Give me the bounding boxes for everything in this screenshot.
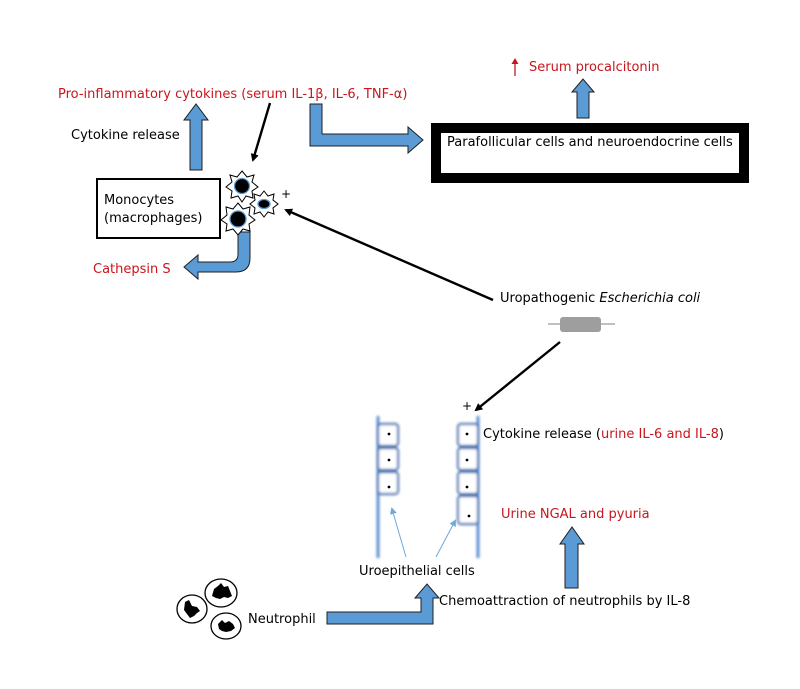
procalcitonin-up-arrow <box>570 78 596 119</box>
macrophages-label: (macrophages) <box>104 211 203 226</box>
pro-inflammatory-cytokines-label: Pro-inflammatory cytokines (serum IL-1β,… <box>58 87 408 102</box>
uroepithelial-pointer-right <box>435 519 456 558</box>
macrophage-cell <box>249 190 279 218</box>
neutrophil-cell <box>176 594 208 624</box>
cytokines-to-macrophages-arrow <box>250 102 272 162</box>
cytokines-to-parafollicular-arrow <box>309 103 424 155</box>
neutrophil-to-uroepithelium-arrow <box>326 583 441 625</box>
uroepithelium-left <box>376 416 400 558</box>
cell-nucleus <box>465 458 469 462</box>
increase-icon <box>511 58 519 76</box>
cytokine-release-label: Cytokine release <box>71 128 180 143</box>
macrophage-cell <box>220 202 256 236</box>
urine-cytokine-release-label: Cytokine release (urine IL-6 and IL-8) <box>483 427 724 442</box>
ecoli-bacterium <box>548 317 615 332</box>
chemoattraction-label: Chemoattraction of neutrophils by IL-8 <box>439 594 691 609</box>
macrophage-cell <box>225 170 259 203</box>
uroepithelial-cells-label: Uroepithelial cells <box>359 564 475 579</box>
urine-ngal-up-arrow <box>559 526 585 589</box>
cell-nucleus <box>467 514 471 518</box>
plus-sign-epithelium: + <box>462 399 473 413</box>
plus-sign-monocytes: + <box>281 187 292 201</box>
parafollicular-cells-box: Parafollicular cells and neuroendocrine … <box>431 123 749 183</box>
ecoli-to-uroepithelium-arrow <box>474 341 561 412</box>
neutrophil-label: Neutrophil <box>248 612 316 627</box>
cell-nucleus <box>387 485 391 489</box>
cell-nucleus <box>465 432 469 436</box>
neutrophil-cluster <box>176 578 242 640</box>
uroepithelium-right <box>456 416 480 558</box>
upec-label: Uropathogenic Escherichia coli <box>500 291 701 306</box>
cell-nucleus <box>387 458 391 462</box>
urine-ngal-pyuria-label: Urine NGAL and pyuria <box>501 507 650 522</box>
monocytes-label: Monocytes <box>104 193 175 208</box>
urine-il6-il8-label: urine IL-6 and IL-8 <box>600 427 719 442</box>
neutrophil-cell <box>204 578 238 608</box>
serum-procalcitonin-label: Serum procalcitonin <box>529 60 660 75</box>
cathepsin-curved-arrow <box>183 231 251 281</box>
cathepsin-s-label: Cathepsin S <box>93 262 171 277</box>
cell-nucleus <box>387 432 391 436</box>
parafollicular-cells-label: Parafollicular cells and neuroendocrine … <box>447 135 733 150</box>
macrophage-cluster <box>220 170 279 236</box>
cell-nucleus <box>465 485 469 489</box>
monocytes-box: Monocytes (macrophages) <box>96 178 221 239</box>
ecoli-species-name: Escherichia coli <box>599 291 701 306</box>
neutrophil-cell <box>210 612 242 640</box>
cytokine-release-up-arrow <box>183 103 209 171</box>
uroepithelial-pointer-left <box>390 507 407 558</box>
ecoli-to-macrophages-arrow <box>284 208 494 302</box>
